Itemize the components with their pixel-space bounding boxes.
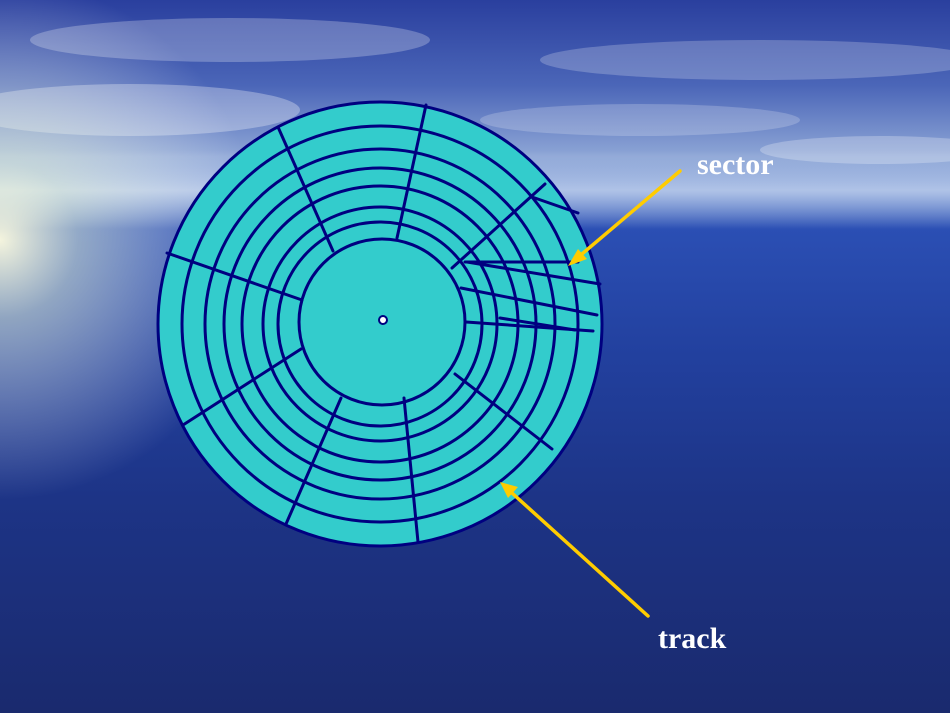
spindle-hole-icon (378, 315, 388, 325)
track-ring (240, 184, 520, 464)
sector-arrow (568, 169, 682, 266)
sector-lines (165, 103, 602, 544)
arrowhead-icon (568, 249, 587, 266)
sector-line (165, 251, 304, 302)
sector-line (395, 103, 428, 240)
sector-line (402, 396, 420, 544)
sector-line (276, 125, 335, 253)
sector-line (453, 372, 554, 451)
sector-line (530, 195, 580, 215)
arrowhead-icon (500, 482, 518, 498)
sector-line (450, 182, 547, 270)
track-arrow (500, 482, 650, 618)
sector-line (465, 260, 602, 286)
track-ring (180, 124, 580, 524)
sector-line (459, 286, 599, 317)
sector-line (181, 347, 303, 427)
sector-label: sector (697, 148, 774, 181)
track-label: track (658, 622, 727, 655)
track-ring (203, 147, 557, 501)
sector-line (464, 320, 595, 333)
sector-line (284, 396, 343, 526)
